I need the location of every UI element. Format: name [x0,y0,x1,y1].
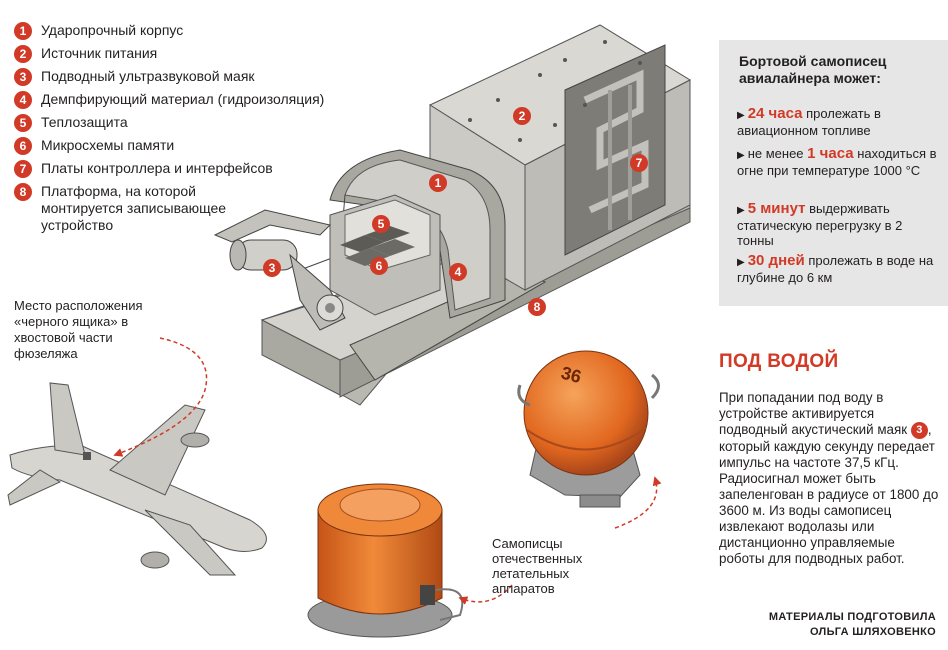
legend-item: 8 Платформа, на которой монтируется запис… [14,183,394,234]
legend-label: Источник питания [41,45,158,61]
bullet-arrow-icon: ▶ [737,205,745,216]
fact-highlight: 1 часа [807,145,854,162]
legend-label: Демпфирующий материал (гидроизоляция) [41,91,325,107]
diagram-callouts: 1 2 3 4 5 6 7 8 [263,107,648,316]
bullet-arrow-icon: ▶ [737,257,745,268]
legend-number: 4 [14,91,32,109]
fact-highlight: 24 часа [747,105,803,122]
callout-number-6: 6 [376,259,383,273]
recorders-label: Самописцы отечественных летательных аппа… [492,536,583,596]
fact-item: ▶30 дней пролежать в воде на глубине до … [737,253,942,285]
callout-marker-5 [372,215,390,233]
legend-item: 1 Ударопрочный корпус [14,22,394,40]
flight-recorder-diagram [213,24,692,406]
legend-item: 5 Теплозащита [14,114,394,132]
underwater-text-after: , который каждую секунду передает импуль… [719,422,939,566]
legend-item: 3 Подводный ультразвуковой маяк [14,68,394,86]
callout-number-2: 2 [519,109,526,123]
location-note: Место расположения «черного ящика» в хво… [14,298,143,361]
airplane [7,382,267,576]
location-pointer [113,337,208,457]
fact-pre: не менее [747,146,808,161]
sphere-pointer [614,476,662,529]
fact-highlight: 30 дней [747,252,805,269]
legend-item: 4 Демпфирующий материал (гидроизоляция) [14,91,394,109]
underwater-text: При попадании под воду в устройстве акти… [719,390,941,567]
callout-number-8: 8 [534,300,541,314]
credits-line-2: ОЛЬГА ШЛЯХОВЕНКО [809,626,936,638]
callout-number-7: 7 [636,156,643,170]
underwater-text-before: При попадании под воду в устройстве акти… [719,390,911,438]
callout-number-1: 1 [435,176,442,190]
legend-label: Теплозащита [41,114,128,130]
sphere-recorder: 36 [517,350,660,508]
fact-highlight: 5 минут [747,200,806,217]
cylinder-pointer [458,584,513,605]
fact-post: пролежать в воде на глубине до 6 км [737,253,934,285]
credits-line-1: МАТЕРИАЛЫ ПОДГОТОВИЛА [768,611,936,623]
fact-post: пролежать в авиационном топливе [737,106,881,138]
callout-marker-6 [370,257,388,275]
cylinder-recorder [307,483,464,638]
callout-marker-3 [263,259,281,277]
legend-item: 2 Источник питания [14,45,394,63]
memory-chips [340,226,415,266]
legend-label: Платформа, на которой монтируется записы… [41,183,227,233]
fact-item: ▶5 минут выдерживать статическую перегру… [737,201,942,248]
legend-label: Ударопрочный корпус [41,22,184,38]
legend-number: 5 [14,114,32,132]
callout-number-4: 4 [455,265,462,279]
legend-number: 8 [14,183,32,201]
legend-number: 6 [14,137,32,155]
legend-item: 7 Платы контроллера и интерфейсов [14,160,394,178]
fact-item: ▶не менее 1 часа находиться в огне при т… [737,146,942,178]
bullet-arrow-icon: ▶ [737,110,745,121]
legend-number: 1 [14,22,32,40]
fact-post: находиться в огне при температуре 1000 °… [737,146,937,178]
fact-item: ▶24 часа пролежать в авиационном топливе [737,106,942,138]
facts-panel: Бортовой самописец авиалайнера может: ▶2… [719,40,948,306]
legend-label: Микросхемы памяти [41,137,175,153]
fact-post: выдерживать статическую перегрузку в 2 т… [737,201,903,248]
callout-number-5: 5 [378,217,385,231]
callout-marker-4 [449,263,467,281]
legend-number: 2 [14,45,32,63]
underwater-title: ПОД ВОДОЙ [719,351,839,372]
legend-label: Подводный ультразвуковой маяк [41,68,255,84]
callout-marker-2 [513,107,531,125]
panel-title: Бортовой самописец авиалайнера может: [739,53,887,86]
legend-number: 3 [14,68,32,86]
legend-label: Платы контроллера и интерфейсов [41,160,273,176]
callout-marker-8 [528,298,546,316]
callout-number-3: 3 [269,261,276,275]
callout-marker-7 [630,154,648,172]
inline-ref-number: 3 [910,422,928,439]
beacon-arm [213,209,346,331]
component-legend: 1 Ударопрочный корпус 2 Источник питания 3… [14,22,394,239]
callout-marker-1 [429,174,447,192]
bullet-arrow-icon: ▶ [737,150,745,161]
credits: МАТЕРИАЛЫ ПОДГОТОВИЛА ОЛЬГА ШЛЯХОВЕНКО [700,610,936,640]
legend-item: 6 Микросхемы памяти [14,137,394,155]
legend-number: 7 [14,160,32,178]
